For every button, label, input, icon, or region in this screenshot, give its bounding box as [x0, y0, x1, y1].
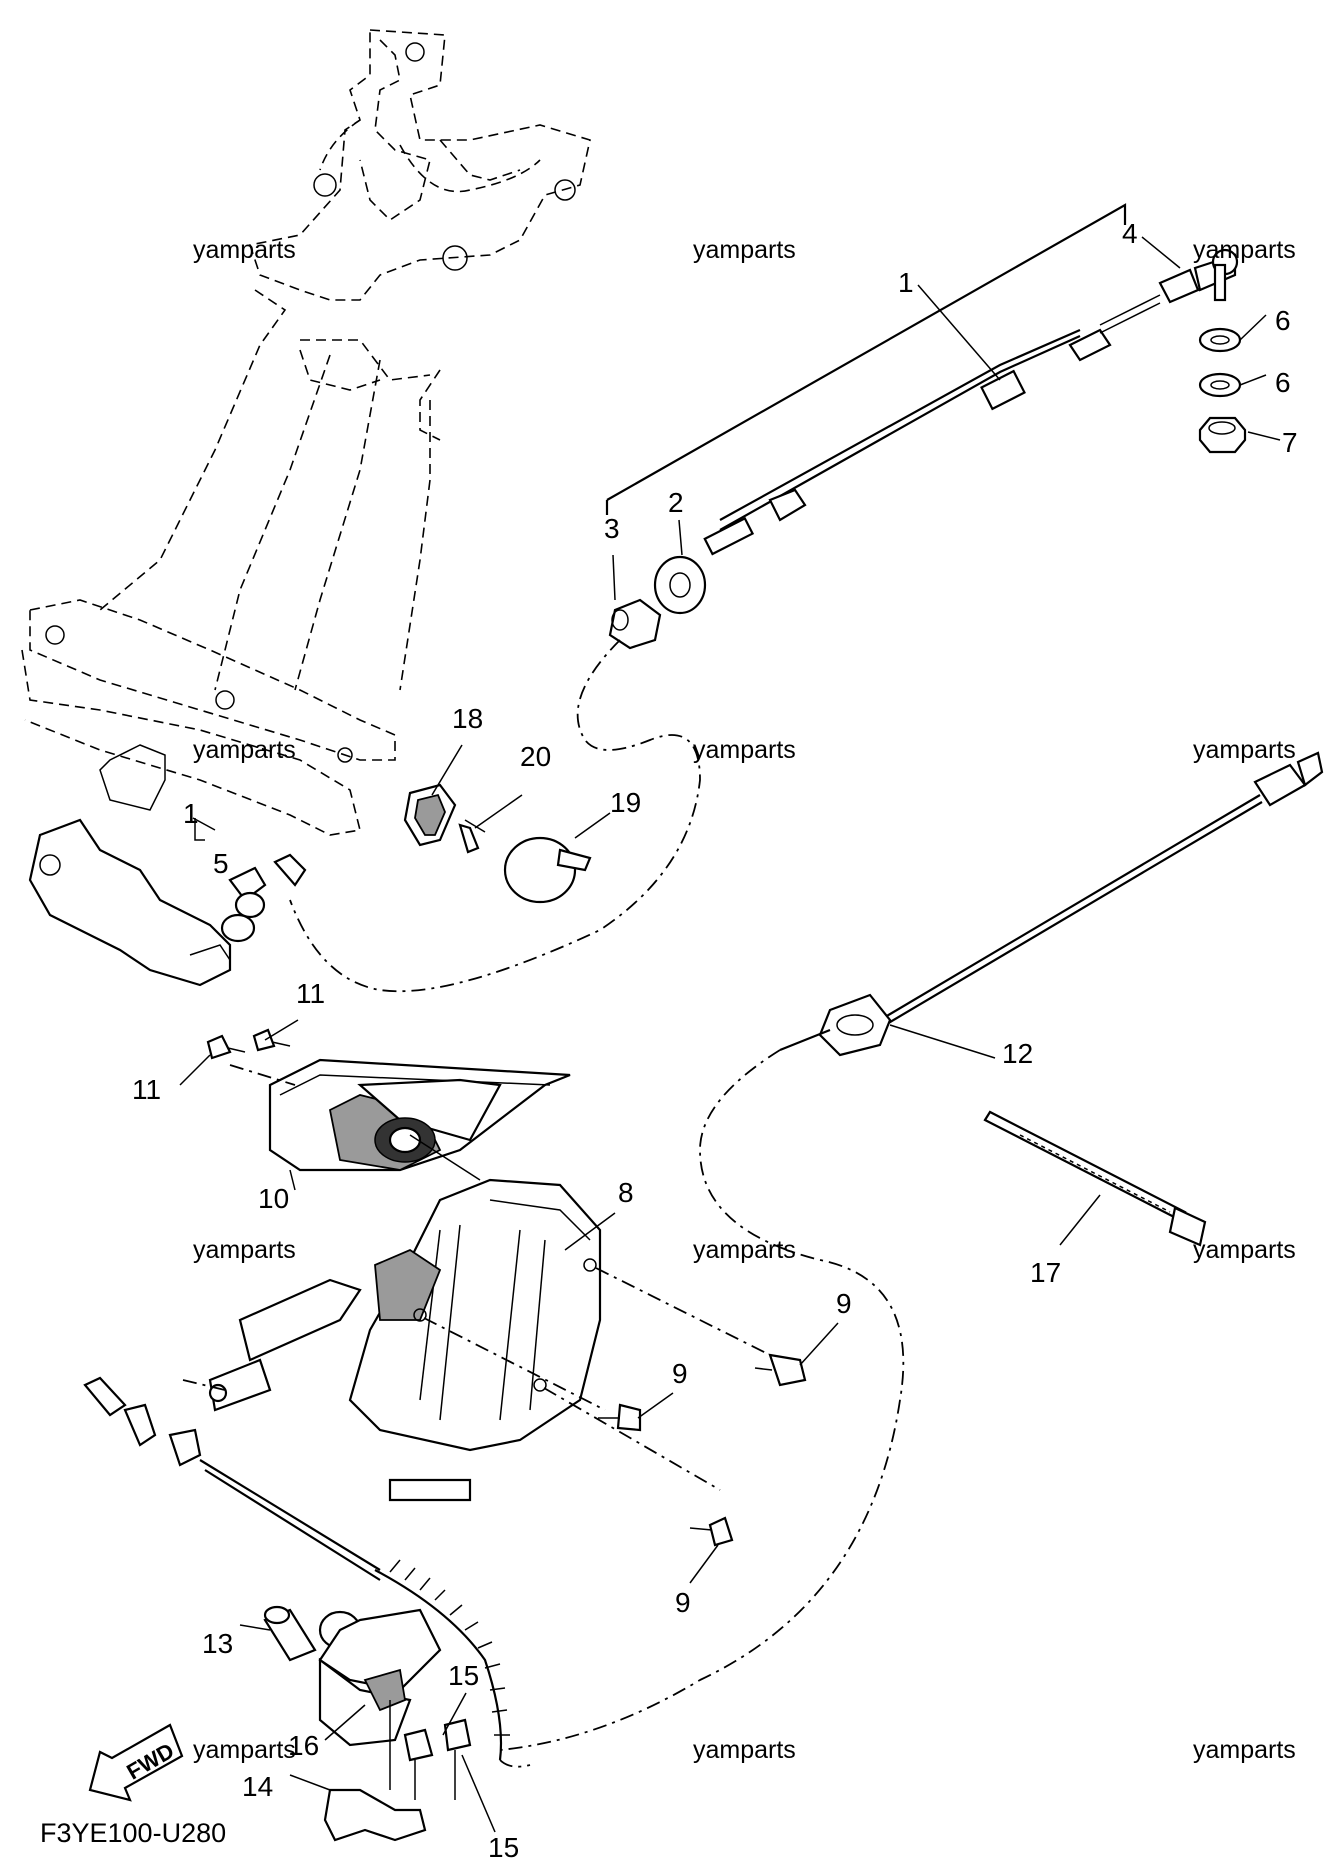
watermark-text: yamparts — [693, 236, 796, 264]
watermark-text: yamparts — [193, 736, 296, 764]
part-label-16: 16 — [288, 1730, 319, 1761]
watermark-text: yamparts — [1193, 736, 1296, 764]
part-label-1: 1 — [898, 267, 914, 298]
watermark-text: yamparts — [193, 1236, 296, 1264]
part-label-4: 4 — [1122, 218, 1138, 249]
fwd-arrow-icon: FWD — [88, 1723, 184, 1802]
part-label-13: 13 — [202, 1628, 233, 1659]
part-label-7: 7 — [1282, 427, 1298, 458]
part-label-5: 5 — [213, 848, 229, 879]
part-label-12: 12 — [1002, 1038, 1033, 1069]
lower-cable-assembly-drawing — [83, 1376, 531, 1842]
part-label-8: 8 — [618, 1177, 634, 1208]
control-box-10-drawing — [268, 1058, 571, 1181]
part-label-6: 6 — [1275, 367, 1291, 398]
part-label-15: 15 — [488, 1832, 519, 1863]
watermark-text: yamparts — [1193, 1736, 1296, 1764]
part-label-11: 11 — [296, 978, 325, 1009]
part-label-10: 10 — [258, 1183, 289, 1214]
watermark-text: yamparts — [693, 1236, 796, 1264]
part-label-11: 11 — [132, 1074, 161, 1105]
part-label-15: 15 — [448, 1660, 479, 1691]
part-label-9: 9 — [675, 1587, 691, 1618]
watermark-text: yamparts — [1193, 1236, 1296, 1264]
clamp-parts-drawing — [403, 783, 592, 904]
part-label-2: 2 — [668, 487, 684, 518]
bracket-assembly-drawing — [21, 29, 591, 987]
screws-drawing — [206, 1028, 807, 1547]
cable-1-drawing — [220, 203, 1247, 993]
part-label-19: 19 — [610, 787, 641, 818]
part-label-18: 18 — [452, 703, 483, 734]
part-label-20: 20 — [520, 741, 551, 772]
watermark-text: yamparts — [693, 736, 796, 764]
watermark-text: yamparts — [693, 1736, 796, 1764]
part-label-9: 9 — [672, 1358, 688, 1389]
diagram-code: F3YE100-U280 — [40, 1818, 226, 1848]
cable-tie-17-drawing — [983, 1110, 1207, 1247]
watermark-text: yamparts — [193, 236, 296, 264]
part-label-17: 17 — [1030, 1257, 1061, 1288]
part-label-1-small: 1 — [183, 798, 199, 829]
watermark-text: yamparts — [1193, 236, 1296, 264]
bracket-8-drawing — [182, 1178, 781, 1502]
part-label-3: 3 — [604, 513, 620, 544]
part-label-6: 6 — [1275, 305, 1291, 336]
watermarks: yamparts yamparts yamparts yamparts yamp… — [193, 236, 1296, 1764]
cable-12-drawing — [499, 751, 1324, 1751]
watermark-text: yamparts — [193, 1736, 296, 1764]
part-label-9: 9 — [836, 1288, 852, 1319]
part-label-14: 14 — [242, 1771, 273, 1802]
part-number-labels: 1 4 6 6 7 2 3 18 20 19 1 5 11 11 12 10 8… — [132, 218, 1298, 1863]
leader-lines — [179, 236, 1281, 1833]
